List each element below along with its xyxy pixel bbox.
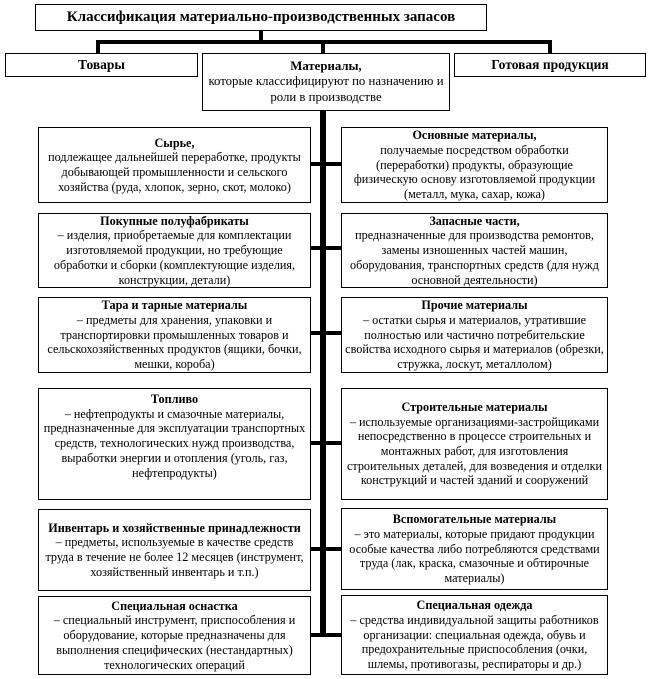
connector-title-stem xyxy=(259,31,263,41)
category-title: Топливо xyxy=(150,392,199,406)
category-title: Запасные части, xyxy=(429,213,520,228)
category-title: Строительные материалы xyxy=(401,399,548,414)
category-body: – это материалы, которые придают продукц… xyxy=(349,526,600,586)
category-body: – предметы, используемые в качестве сред… xyxy=(45,535,304,579)
category-body: предназначенные для производства ремонто… xyxy=(350,228,599,287)
category-title: Инвентарь и хозяйственные принадлежности xyxy=(48,520,301,535)
category-body: – нефтепродукты и смазочные материалы, п… xyxy=(43,406,306,480)
category-box-specialnaya-osnastka: Специальная оснастка – специальный инстр… xyxy=(38,596,311,675)
category-body: – предметы для хранения, упаковки и тран… xyxy=(47,312,302,372)
node-gotovaya-label: Готовая продукция xyxy=(491,57,609,72)
category-title: Специальная оснастка xyxy=(111,598,238,613)
category-body: – используемые организациями-застройщика… xyxy=(346,414,603,488)
category-title: Прочие материалы xyxy=(421,298,528,313)
category-box-prochie-materialy: Прочие материалы – остатки сырья и матер… xyxy=(341,297,608,373)
connector-row-6 xyxy=(311,633,341,637)
category-body: – специальный инструмент, приспособления… xyxy=(53,613,296,672)
category-box-specialnaya-odezhda: Специальная одежда – средства индивидуал… xyxy=(341,595,608,675)
category-body: – средства индивидуальной защиты работни… xyxy=(350,612,599,672)
category-body: получаемые посредством обработки (перера… xyxy=(353,142,596,202)
category-title: Специальная одежда xyxy=(416,598,533,613)
category-box-zapasnye-chasti: Запасные части, предназначенные для прои… xyxy=(341,213,608,288)
node-tovary-label: Товары xyxy=(78,57,125,72)
category-title: Сырье, xyxy=(154,135,195,150)
node-materialy: Материалы, которые классифицируют по наз… xyxy=(202,53,450,111)
category-box-tara: Тара и тарные материалы – предметы для х… xyxy=(38,297,311,373)
category-title: Тара и тарные материалы xyxy=(101,298,248,313)
category-box-stroitelnye-materialy: Строительные материалы – используемые ор… xyxy=(341,388,608,500)
category-box-osnovnye-materialy: Основные материалы, получаемые посредств… xyxy=(341,127,608,203)
node-gotovaya-produkciya: Готовая продукция xyxy=(454,53,646,77)
category-box-toplivo: Топливо – нефтепродукты и смазочные мате… xyxy=(38,388,311,500)
category-body: – остатки сырья и материалов, утратившие… xyxy=(345,312,604,372)
category-title: Основные материалы, xyxy=(412,128,537,143)
connector-row-3 xyxy=(311,331,341,335)
node-materialy-label: Материалы, xyxy=(290,58,362,73)
category-box-syrye: Сырье, подлежащее дальнейшей переработке… xyxy=(38,127,311,203)
category-title: Вспомогательные материалы xyxy=(392,512,557,527)
category-title: Покупные полуфабрикаты xyxy=(100,213,249,228)
category-box-pokupnye-polufabrikaty: Покупные полуфабрикаты – изделия, приобр… xyxy=(38,213,311,288)
category-box-inventar: Инвентарь и хозяйственные принадлежности… xyxy=(38,509,311,591)
connector-row-4 xyxy=(311,441,341,445)
connector-central-trunk xyxy=(320,110,326,637)
category-body: – изделия, приобретаемые для комплектаци… xyxy=(53,228,296,287)
connector-drop-gotovaya xyxy=(548,44,552,53)
connector-drop-tovary xyxy=(96,44,100,53)
diagram-title-text: Классификация материально-производственн… xyxy=(66,9,456,25)
connector-horizontal-bar xyxy=(96,40,552,44)
diagram-title: Классификация материально-производственн… xyxy=(35,4,487,31)
connector-row-5 xyxy=(311,547,341,551)
category-body: подлежащее дальнейшей переработке, проду… xyxy=(48,150,301,194)
node-tovary: Товары xyxy=(5,53,198,77)
connector-row-1 xyxy=(311,162,341,166)
connector-row-2 xyxy=(311,246,341,250)
category-box-vspomogatelnye-materialy: Вспомогательные материалы – это материал… xyxy=(341,508,608,590)
connector-drop-materialy xyxy=(321,44,325,53)
node-materialy-sublabel: которые классифицируют по назначению и р… xyxy=(208,74,444,104)
